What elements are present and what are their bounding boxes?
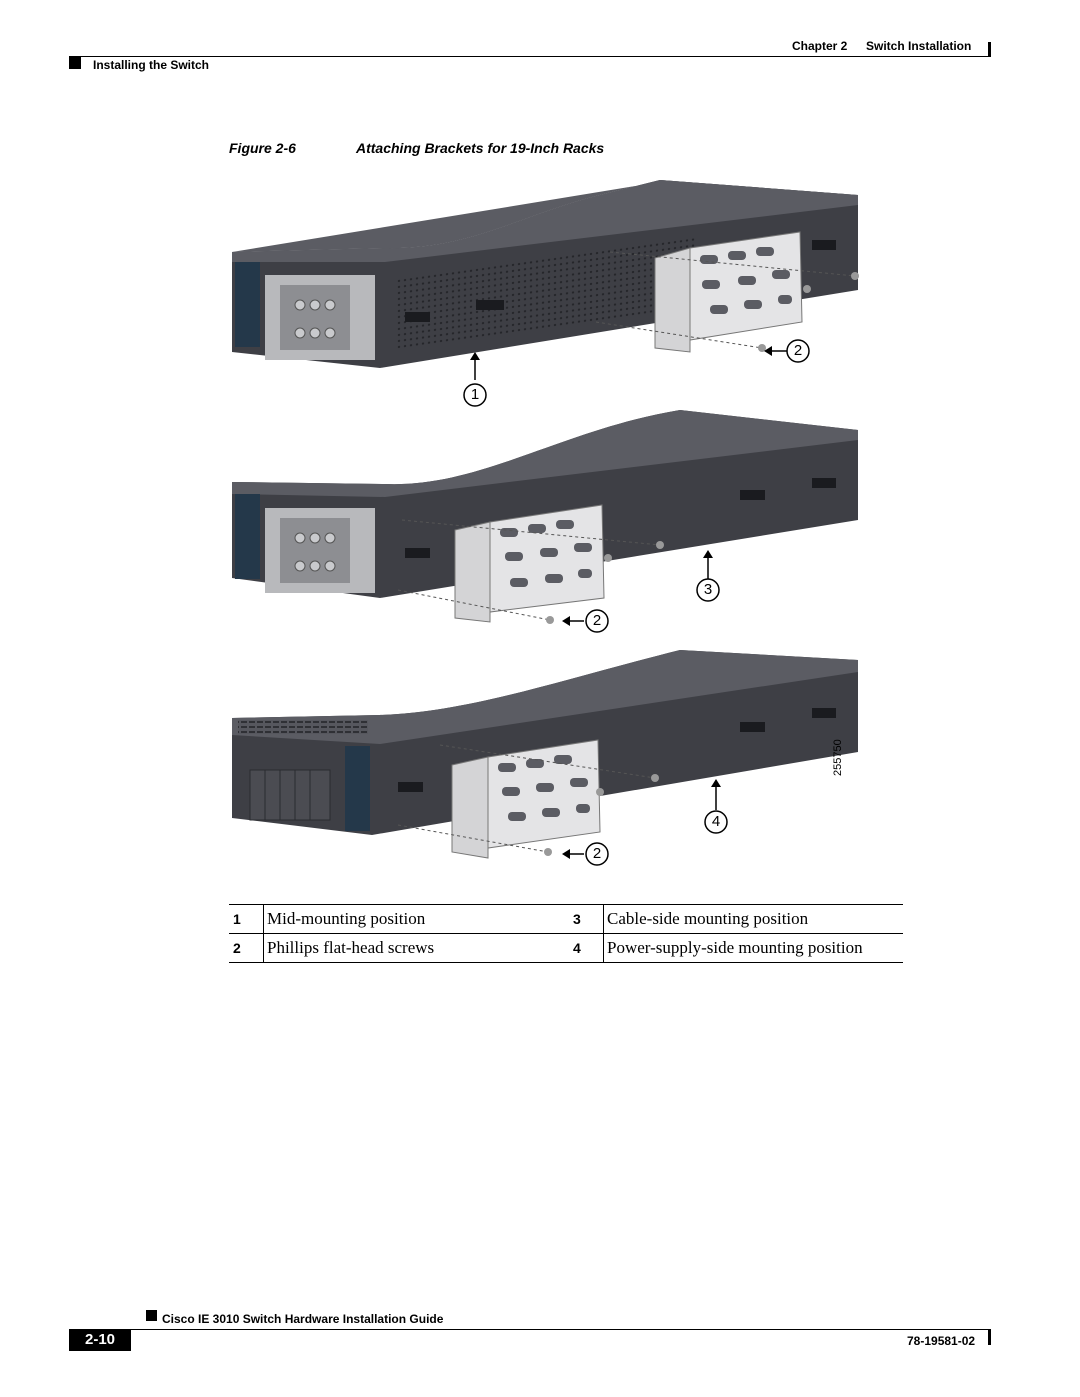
switch-cable-side [232, 410, 858, 626]
footer-square-mark [146, 1310, 157, 1321]
header-square-mark [69, 57, 81, 69]
footer-doc-number: 78-19581-02 [907, 1334, 976, 1348]
header-bar-mark [988, 42, 991, 57]
callout-circle-1 [463, 383, 487, 407]
callout-label-4: 4 [711, 813, 721, 830]
callout-circle-2c [585, 842, 609, 866]
switch-mid-mounting [232, 180, 859, 380]
callout-circle-2a [786, 339, 810, 363]
table-row: 1 Mid-mounting position 3 Cable-side mou… [229, 904, 903, 934]
callout-label-3: 3 [703, 581, 713, 598]
callout-circle-2b [585, 609, 609, 633]
callout-label-2c: 2 [592, 845, 602, 862]
callout-text: Power-supply-side mounting position [603, 933, 903, 963]
callout-num: 2 [229, 933, 264, 963]
page-number: 2-10 [69, 1329, 131, 1351]
callout-table: 1 Mid-mounting position 3 Cable-side mou… [229, 904, 903, 963]
art-id: 255750 [832, 739, 844, 776]
footer-rule [69, 1329, 991, 1330]
figure-title: Attaching Brackets for 19-Inch Racks [356, 140, 605, 156]
footer-guide-title: Cisco IE 3010 Switch Hardware Installati… [162, 1312, 444, 1326]
header-section: Installing the Switch [93, 58, 210, 72]
callout-num: 1 [229, 904, 264, 934]
callout-label-1: 1 [470, 386, 480, 403]
header-chapter: Chapter 2 [792, 39, 848, 53]
callout-label-2b: 2 [592, 612, 602, 629]
footer-bar-mark [988, 1330, 991, 1345]
table-row: 2 Phillips flat-head screws 4 Power-supp… [229, 933, 903, 963]
header-chapter-title: Switch Installation [866, 39, 972, 53]
callout-text: Cable-side mounting position [603, 904, 903, 934]
callout-text: Phillips flat-head screws [263, 933, 569, 963]
callout-circle-3 [696, 578, 720, 602]
callout-num: 4 [569, 933, 604, 963]
figure-number: Figure 2-6 [229, 140, 296, 156]
callout-label-2a: 2 [793, 342, 803, 359]
callout-num: 3 [569, 904, 604, 934]
callout-text: Mid-mounting position [263, 904, 569, 934]
header-rule [69, 56, 991, 57]
switch-power-supply-side [232, 650, 858, 859]
callout-circle-4 [704, 810, 728, 834]
